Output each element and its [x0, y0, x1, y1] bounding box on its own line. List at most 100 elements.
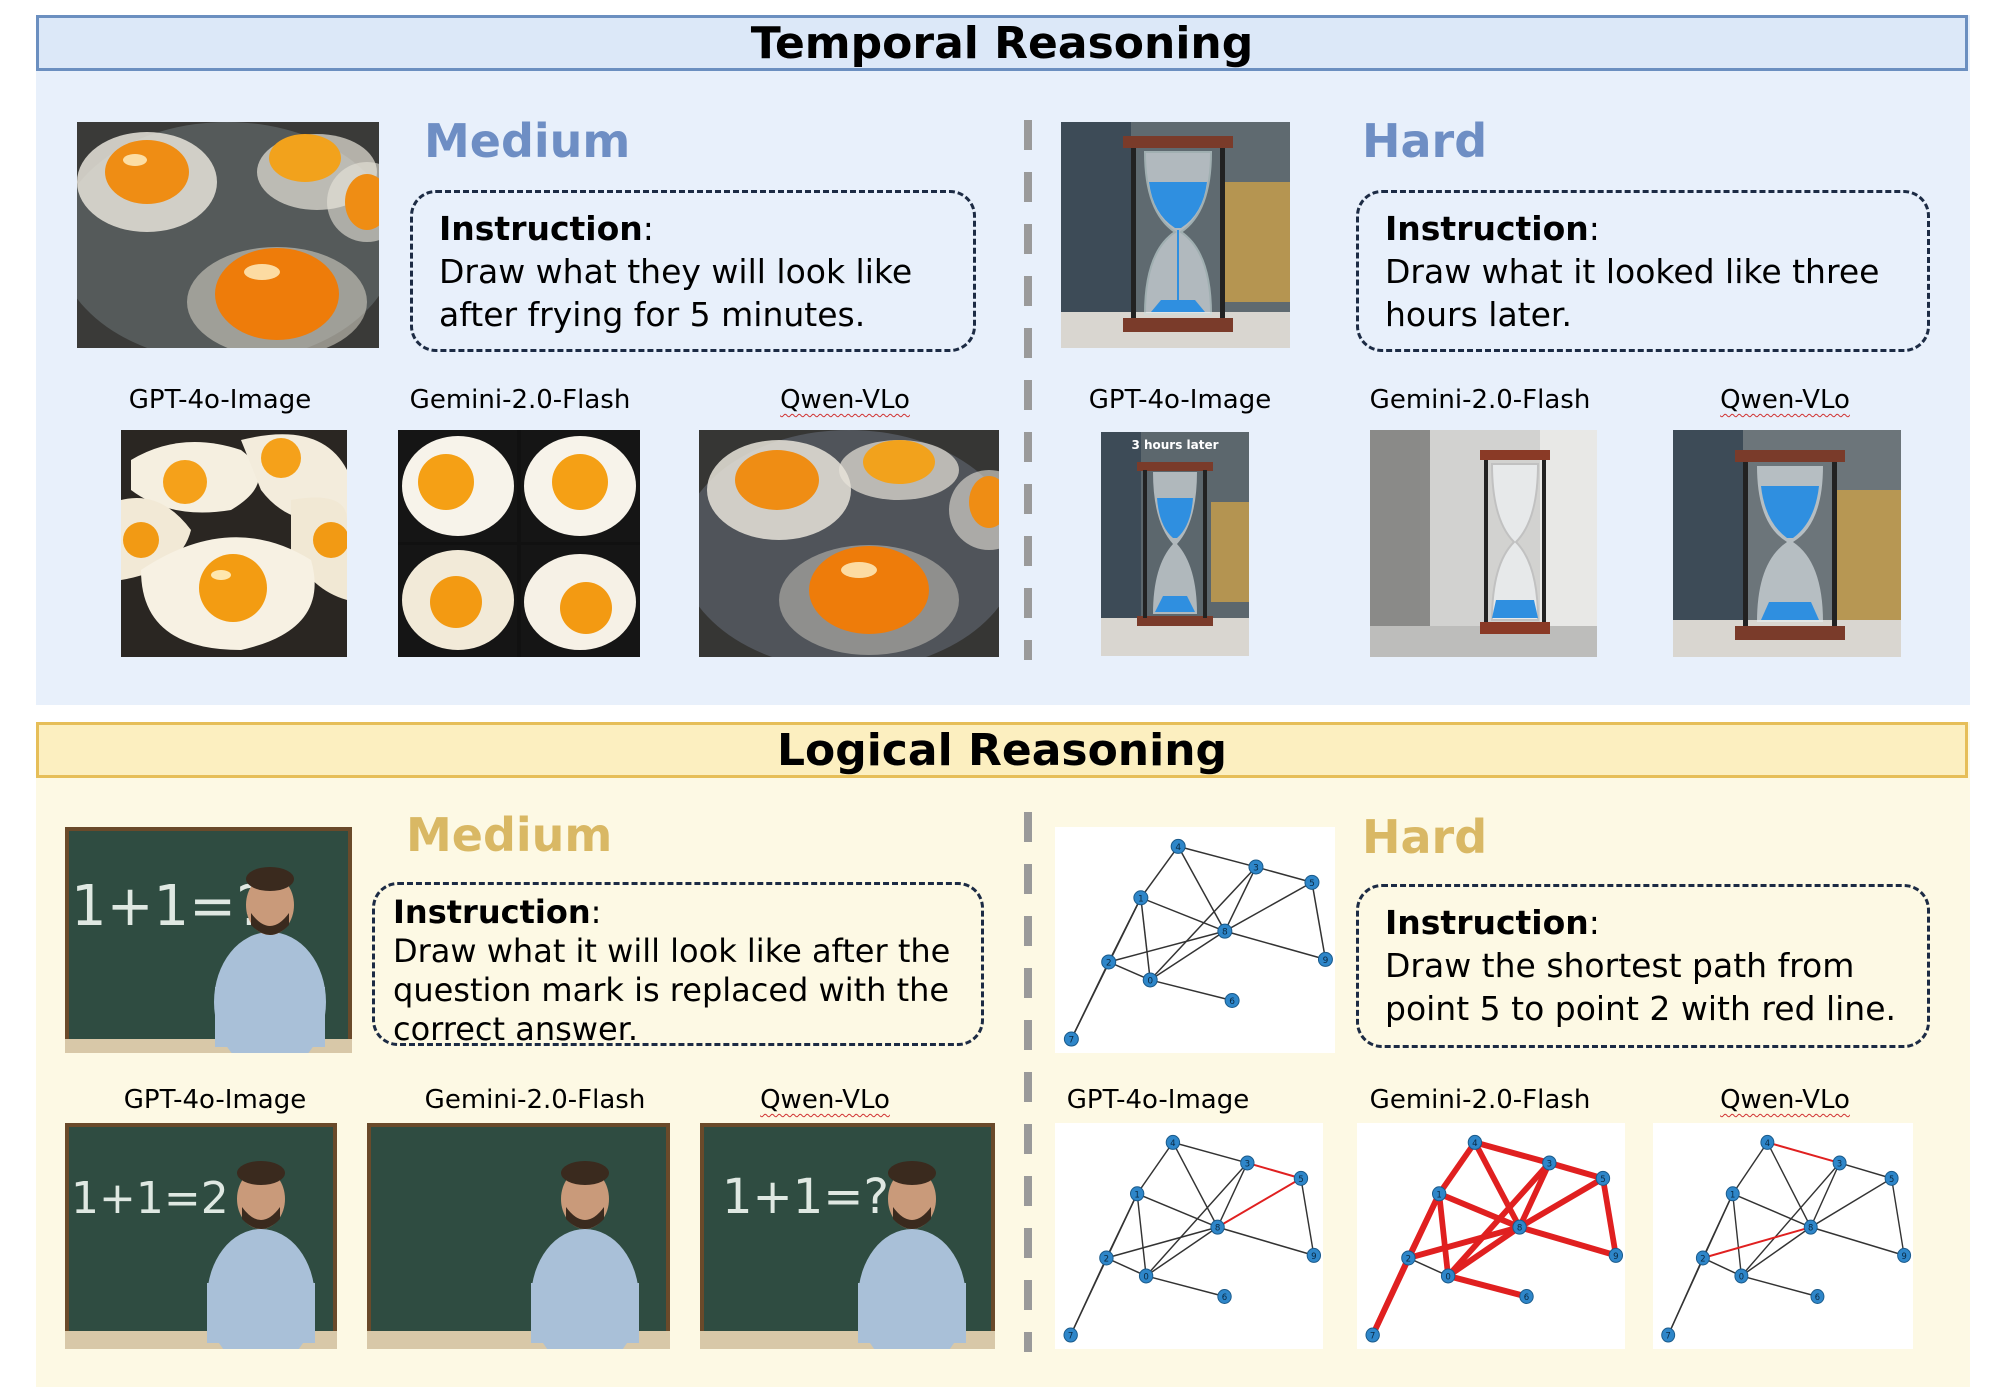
temporal-hard-instruction-box: Instruction: Draw what it looked like th… — [1356, 190, 1930, 352]
caption-qwen: Qwen-VLo — [780, 385, 910, 415]
graph-node — [1803, 1219, 1818, 1235]
graph-node — [1224, 993, 1240, 1008]
graph-node — [1695, 1250, 1710, 1266]
graph-node-label: 4 — [1765, 1139, 1771, 1149]
graph-edge — [1106, 1226, 1218, 1259]
temporal-medium-instruction-box: Instruction: Draw what they will look li… — [410, 190, 976, 352]
graph-node — [1542, 1155, 1557, 1171]
qwen-hourglass-output — [1673, 430, 1901, 657]
graph-edge — [1741, 1226, 1812, 1277]
graph-edge — [1839, 1162, 1892, 1180]
instruction-label: Instruction — [1385, 209, 1589, 248]
hourglass-input-image — [1061, 122, 1290, 348]
graph-node — [1467, 1134, 1483, 1150]
graph-node-label: 5 — [1309, 879, 1315, 889]
graph-edge — [1136, 1193, 1147, 1277]
graph-node-label: 6 — [1222, 1293, 1228, 1303]
graph-node-label: 2 — [1106, 958, 1112, 968]
graph-edge — [1767, 1141, 1840, 1164]
graph-node — [1217, 1289, 1232, 1304]
graph-node — [1142, 972, 1158, 988]
graph-edge — [1150, 979, 1233, 1002]
graph-node-label: 4 — [1175, 843, 1181, 853]
graph-edge — [1224, 881, 1313, 932]
graph-node — [1365, 1327, 1380, 1343]
graph-node-label: 7 — [1069, 1036, 1075, 1046]
graph-node-label: 9 — [1311, 1252, 1316, 1262]
caption-gpt4o: GPT-4o-Image — [128, 385, 312, 415]
graph-edge — [1224, 930, 1326, 961]
graph-node-label: 0 — [1445, 1272, 1451, 1282]
graph-node — [1210, 1219, 1225, 1235]
qwen-eggs-output — [699, 430, 999, 657]
graph-node — [1240, 1155, 1255, 1171]
graph-edge — [1446, 1224, 1522, 1279]
graph-edge — [1766, 1142, 1812, 1228]
graph-edge — [1177, 845, 1257, 868]
graph-edge — [1136, 1193, 1218, 1228]
graph-node-label: 8 — [1517, 1224, 1522, 1234]
graph-node-label: 3 — [1547, 1159, 1552, 1169]
graph-node — [1661, 1327, 1676, 1343]
graph-edge — [1106, 1257, 1147, 1277]
graph-node-label: 7 — [1666, 1331, 1671, 1341]
graph-edge — [1518, 1224, 1617, 1259]
temporal-divider — [1024, 120, 1032, 660]
caption-gpt4o: GPT-4o-Image — [123, 1085, 307, 1115]
graph-edge — [1108, 961, 1151, 981]
graph-node — [1304, 874, 1320, 890]
graph-edge — [1810, 1226, 1905, 1257]
graph-edge — [1247, 1161, 1302, 1180]
graph-node — [1832, 1155, 1847, 1171]
gpt4o-hourglass-output: 3 hours later — [1101, 432, 1249, 656]
graph-node-label: 6 — [1229, 997, 1235, 1007]
graph-node — [1608, 1247, 1624, 1263]
graph-node — [1217, 923, 1233, 939]
graph-node-label: 3 — [1253, 863, 1259, 873]
graph-node — [1063, 1031, 1079, 1047]
graph-node-label: 3 — [1837, 1159, 1842, 1169]
gpt4o-chalkboard-output: 1+1=2 — [65, 1123, 337, 1349]
graph-node — [1810, 1289, 1825, 1304]
graph-node-label: 0 — [1147, 976, 1153, 986]
graph-edge — [1300, 1178, 1315, 1256]
graph-node-label: 7 — [1068, 1331, 1073, 1341]
graph-node-label: 5 — [1298, 1175, 1303, 1185]
graph-node — [1317, 951, 1333, 967]
graph-node — [1165, 1134, 1181, 1150]
graph-node-label: 3 — [1245, 1159, 1250, 1169]
graph-node — [1734, 1268, 1749, 1284]
caption-gpt4o: GPT-4o-Image — [1066, 1085, 1250, 1115]
graph-edge — [1145, 1275, 1225, 1298]
gemini-eggs-output — [398, 430, 640, 657]
graph-edge — [1600, 1177, 1619, 1256]
graph-edge — [1474, 1139, 1551, 1166]
graph-node-label: 9 — [1901, 1252, 1906, 1262]
graph-edge — [1732, 1141, 1768, 1195]
logical-panel — [36, 722, 1970, 1387]
gpt4o-eggs-output — [121, 430, 347, 657]
graph-node-label: 2 — [1700, 1254, 1705, 1264]
board-text: 1+1=2 — [71, 1173, 229, 1224]
caption-gemini: Gemini-2.0-Flash — [1369, 385, 1591, 415]
graph-node — [1512, 1219, 1527, 1235]
graph-node — [1099, 1250, 1114, 1266]
caption-qwen: Qwen-VLo — [760, 1085, 890, 1115]
caption-qwen: Qwen-VLo — [1720, 1085, 1850, 1115]
graph-node — [1897, 1247, 1912, 1263]
graph-node-label: 4 — [1170, 1139, 1176, 1149]
logical-hard-instruction-box: Instruction: Draw the shortest path from… — [1356, 884, 1930, 1048]
board-text: 1+1=? — [71, 874, 266, 939]
logical-hard-level: Hard — [1362, 810, 1488, 864]
instruction-label: Instruction — [1385, 903, 1589, 942]
graph-node — [1138, 1268, 1154, 1284]
graph-edge — [1217, 1226, 1315, 1257]
graph-node-label: 1 — [1134, 1190, 1139, 1200]
logical-medium-level: Medium — [406, 808, 613, 862]
instruction-text: Draw what they will look like after fryi… — [439, 252, 913, 334]
graph-edge — [1177, 846, 1226, 932]
